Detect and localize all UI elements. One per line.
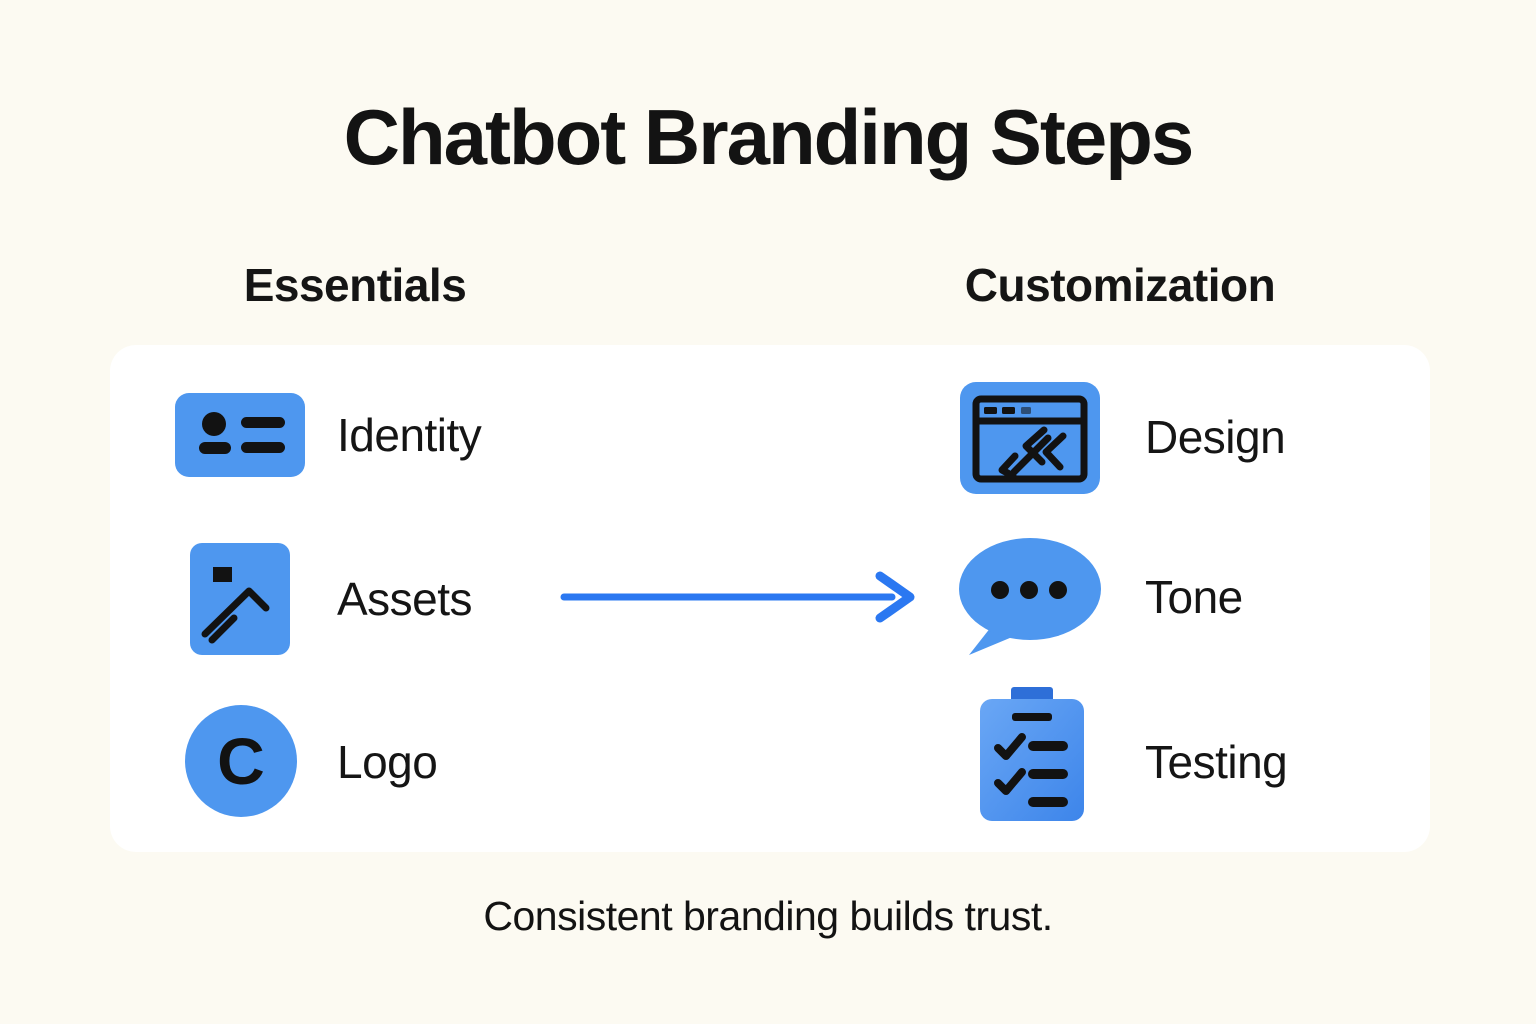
- browser-window-icon: [960, 382, 1100, 499]
- identity-card-icon: [175, 393, 305, 482]
- steps-card: Identity Assets C Logo: [110, 345, 1430, 852]
- column-header-customization: Customization: [964, 259, 1276, 311]
- item-label-design: Design: [1145, 411, 1286, 463]
- clipboard-checklist-icon: [980, 687, 1084, 826]
- item-label-identity: Identity: [337, 409, 482, 461]
- logo-letter: C: [217, 724, 265, 798]
- image-icon: [190, 543, 290, 660]
- logo-circle-icon: C: [185, 705, 297, 817]
- caption: Consistent branding builds trust.: [483, 893, 1053, 939]
- page-title: Chatbot Branding Steps: [343, 93, 1195, 181]
- item-label-tone: Tone: [1145, 571, 1243, 623]
- flow-arrow-icon: [558, 567, 918, 632]
- item-label-logo: Logo: [337, 736, 438, 788]
- column-header-essentials: Essentials: [243, 259, 467, 311]
- item-label-assets: Assets: [337, 573, 473, 625]
- speech-bubble-icon: [955, 537, 1103, 664]
- item-label-testing: Testing: [1145, 736, 1288, 788]
